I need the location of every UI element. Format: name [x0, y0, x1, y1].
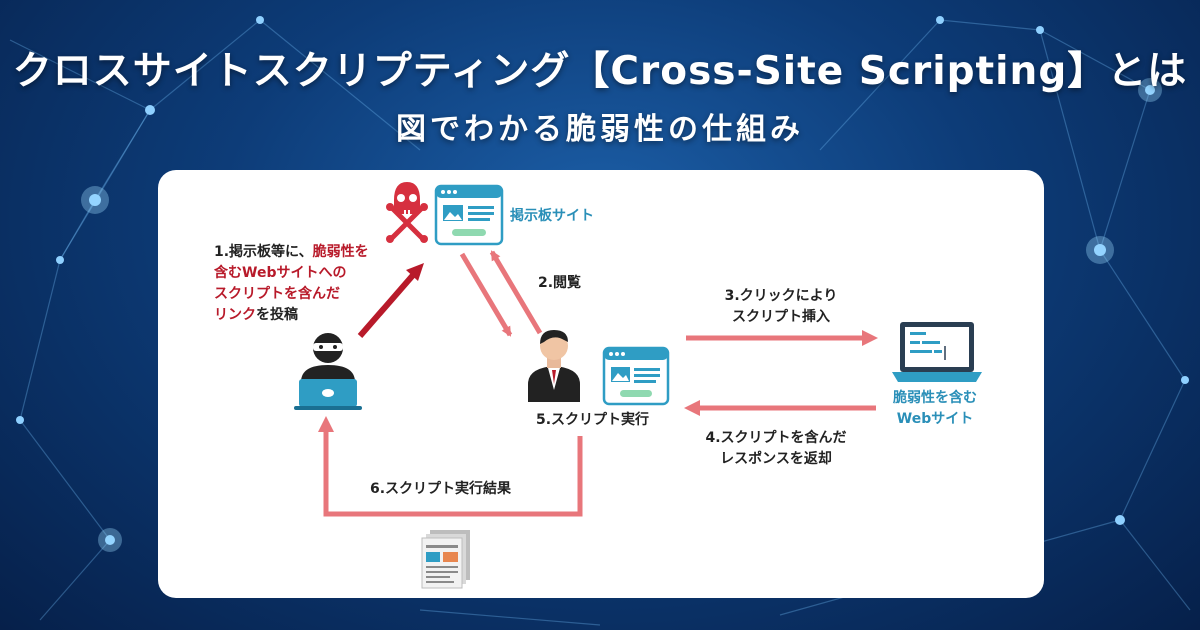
skull-crossbones-icon — [386, 182, 428, 243]
page-subtitle: 図でわかる脆弱性の仕組み — [396, 112, 804, 147]
xss-flow-diagram — [294, 182, 982, 589]
hacker-icon — [294, 333, 362, 410]
step3-label: 3.クリックにより スクリプト挿入 — [724, 288, 838, 325]
step1-label: 1.掲示板等に、脆弱性を 含むWebサイトへの スクリプトを含んだ リンクを投稿 — [214, 244, 369, 323]
arrow-browse — [459, 250, 543, 337]
board-site-label: 掲示板サイト — [510, 208, 594, 224]
step6-label: 6.スクリプト実行結果 — [370, 481, 512, 497]
arrow-post-link — [357, 263, 424, 338]
step5-label: 5.スクリプト実行 — [536, 412, 650, 428]
arrow-response — [684, 400, 876, 416]
step4-label: 4.スクリプトを含んだ レスポンスを返却 — [705, 430, 847, 467]
arrow-click-inject — [686, 330, 878, 346]
laptop-icon — [892, 322, 982, 382]
diagram-card: 掲示板サイト 1.掲示板等に、脆弱性を 含むWebサイトへの スクリプトを含んだ… — [158, 170, 1044, 598]
user-browser-window-icon — [602, 346, 670, 406]
page-title: クロスサイトスクリプティング【Cross-Site Scripting】とは — [12, 49, 1188, 94]
businessman-icon — [528, 330, 580, 402]
step2-label: 2.閲覧 — [538, 275, 582, 291]
board-site-window-icon — [434, 184, 504, 246]
vulnerable-site-label: 脆弱性を含む Webサイト — [893, 390, 977, 427]
arrow-execution-result — [318, 416, 583, 517]
document-icon — [421, 530, 470, 589]
